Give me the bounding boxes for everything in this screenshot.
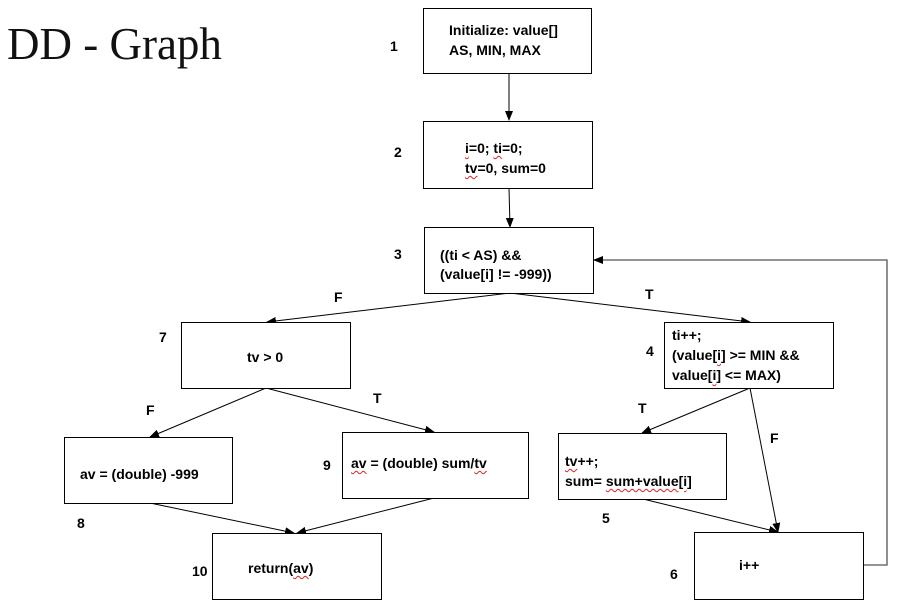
- edge-label-4-5: T: [638, 400, 647, 416]
- edge-9-10: [296, 497, 435, 535]
- node-6: i++: [694, 532, 864, 600]
- node-2-line-2: tv=0, sum=0: [465, 160, 546, 176]
- node-3-number: 3: [394, 246, 402, 262]
- edge-2-3: [505, 187, 514, 228]
- edge-label-3-7: F: [334, 289, 343, 305]
- node-8-line-1: av = (double) -999: [80, 466, 199, 482]
- node-2-number: 2: [394, 144, 402, 160]
- edge-7-9: [265, 387, 435, 434]
- node-6-line-1: i++: [739, 557, 760, 573]
- node-1-number: 1: [390, 38, 398, 54]
- node-2: i=0; ti=0; tv=0, sum=0: [423, 121, 593, 189]
- edge-3-7: [266, 292, 511, 325]
- node-4: ti++; (value[i] >= MIN && value[i] <= MA…: [664, 322, 834, 389]
- node-4-line-1: ti++;: [672, 327, 702, 343]
- node-4-line-3: value[i] <= MAX): [672, 367, 781, 383]
- node-7: tv > 0: [181, 322, 351, 389]
- edge-label-3-4: T: [645, 286, 654, 302]
- node-10-line-1: return(av): [248, 560, 314, 576]
- edge-4-5: [641, 387, 751, 434]
- edge-label-7-8: F: [146, 402, 155, 418]
- node-5-line-1: tv++;: [565, 453, 599, 469]
- edge-6-3-loop: [593, 256, 888, 566]
- node-4-line-2: (value[i] >= MIN &&: [672, 347, 800, 363]
- node-5: tv++; sum= sum+value[i]: [558, 433, 727, 500]
- diagram-title: DD - Graph: [7, 19, 222, 69]
- node-10-number: 10: [192, 563, 208, 579]
- node-8: av = (double) -999: [64, 437, 233, 504]
- node-1: Initialize: value[] AS, MIN, MAX: [423, 8, 592, 74]
- node-2-line-1: i=0; ti=0;: [465, 140, 523, 156]
- edge-8-10: [149, 502, 295, 536]
- edge-label-4-6: F: [770, 430, 779, 446]
- node-3: ((ti < AS) && (value[i] != -999)): [424, 227, 594, 294]
- node-8-number: 8: [77, 515, 85, 531]
- node-6-number: 6: [670, 566, 678, 582]
- node-7-number: 7: [159, 329, 167, 345]
- node-7-line-1: tv > 0: [247, 349, 284, 365]
- node-3-line-1: ((ti < AS) &&: [440, 247, 522, 263]
- edge-label-7-9: T: [373, 390, 382, 406]
- node-1-line-2: AS, MIN, MAX: [449, 42, 541, 58]
- edge-4-6: [749, 387, 781, 533]
- edge-5-6: [642, 498, 779, 534]
- node-9: av = (double) sum/tv: [342, 432, 529, 499]
- node-4-number: 4: [646, 343, 654, 359]
- node-9-line-1: av = (double) sum/tv: [351, 455, 487, 471]
- node-9-number: 9: [323, 457, 331, 473]
- edge-3-4: [509, 292, 751, 325]
- node-1-line-1: Initialize: value[]: [449, 22, 558, 38]
- node-3-line-2: (value[i] != -999)): [440, 266, 552, 282]
- node-5-line-2: sum= sum+value[i]: [565, 473, 692, 489]
- node-10: return(av): [212, 533, 382, 600]
- edge-7-8: [149, 387, 267, 438]
- node-5-number: 5: [602, 510, 610, 526]
